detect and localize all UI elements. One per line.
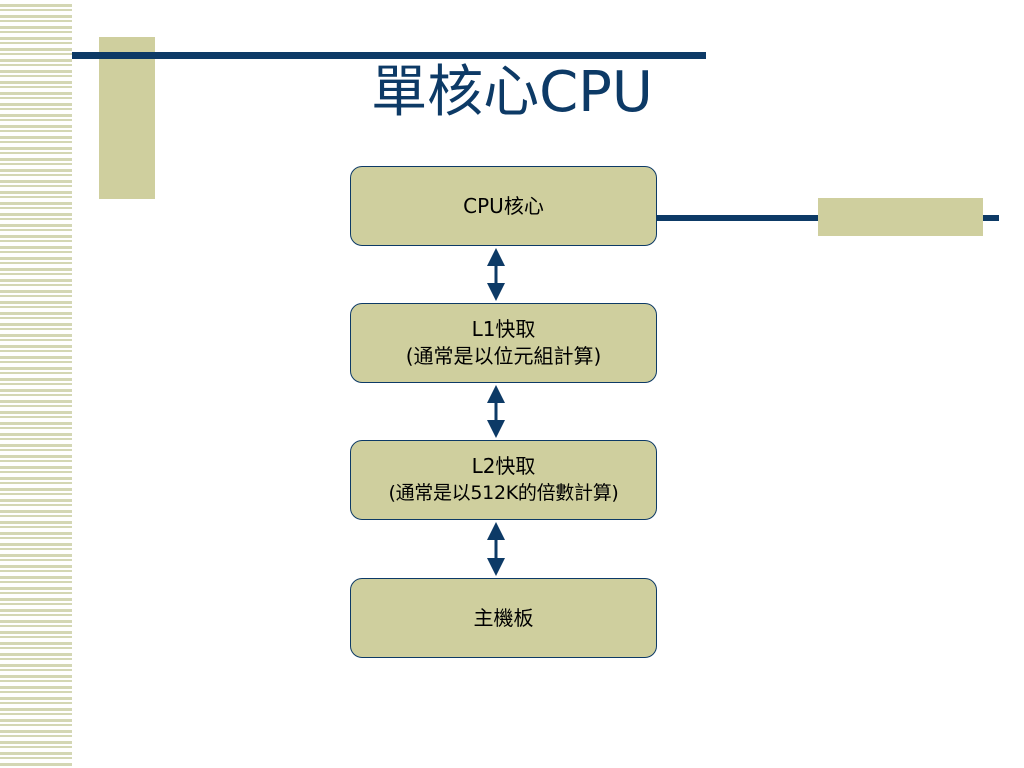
node-l1-cache-label: L1快取 bbox=[471, 317, 536, 341]
node-l2-cache-note: (通常是以512K的倍數計算) bbox=[388, 482, 619, 504]
slide-title: 單核心CPU bbox=[371, 60, 653, 125]
node-l1-cache-note: (通常是以位元組計算) bbox=[405, 344, 602, 368]
title-accent-block bbox=[99, 37, 155, 199]
node-motherboard-label: 主機板 bbox=[473, 605, 534, 630]
node-cpu-core-label: CPU核心 bbox=[463, 193, 544, 218]
side-accent-block bbox=[818, 198, 983, 236]
title-underline-rule bbox=[72, 52, 706, 59]
node-l1-cache: L1快取 (通常是以位元組計算) bbox=[350, 303, 657, 383]
node-cpu-core: CPU核心 bbox=[350, 166, 657, 246]
node-motherboard: 主機板 bbox=[350, 578, 657, 658]
node-l2-cache-label: L2快取 bbox=[471, 454, 536, 478]
node-l2-cache: L2快取 (通常是以512K的倍數計算) bbox=[350, 440, 657, 520]
left-stripe-decoration bbox=[0, 0, 72, 768]
